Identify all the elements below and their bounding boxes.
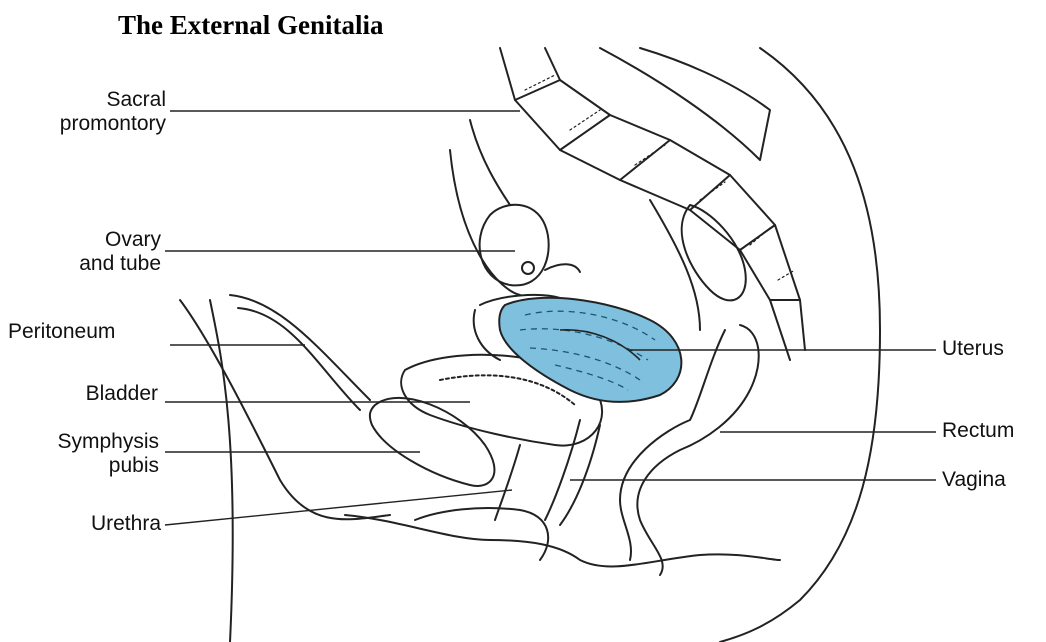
body-outline xyxy=(720,48,880,642)
ovary xyxy=(480,205,549,286)
back-muscle xyxy=(600,48,770,160)
colon xyxy=(682,205,746,300)
fallopian-tube xyxy=(470,120,510,205)
symphysis-pubis xyxy=(370,398,495,486)
abdominal-wall xyxy=(230,295,370,410)
